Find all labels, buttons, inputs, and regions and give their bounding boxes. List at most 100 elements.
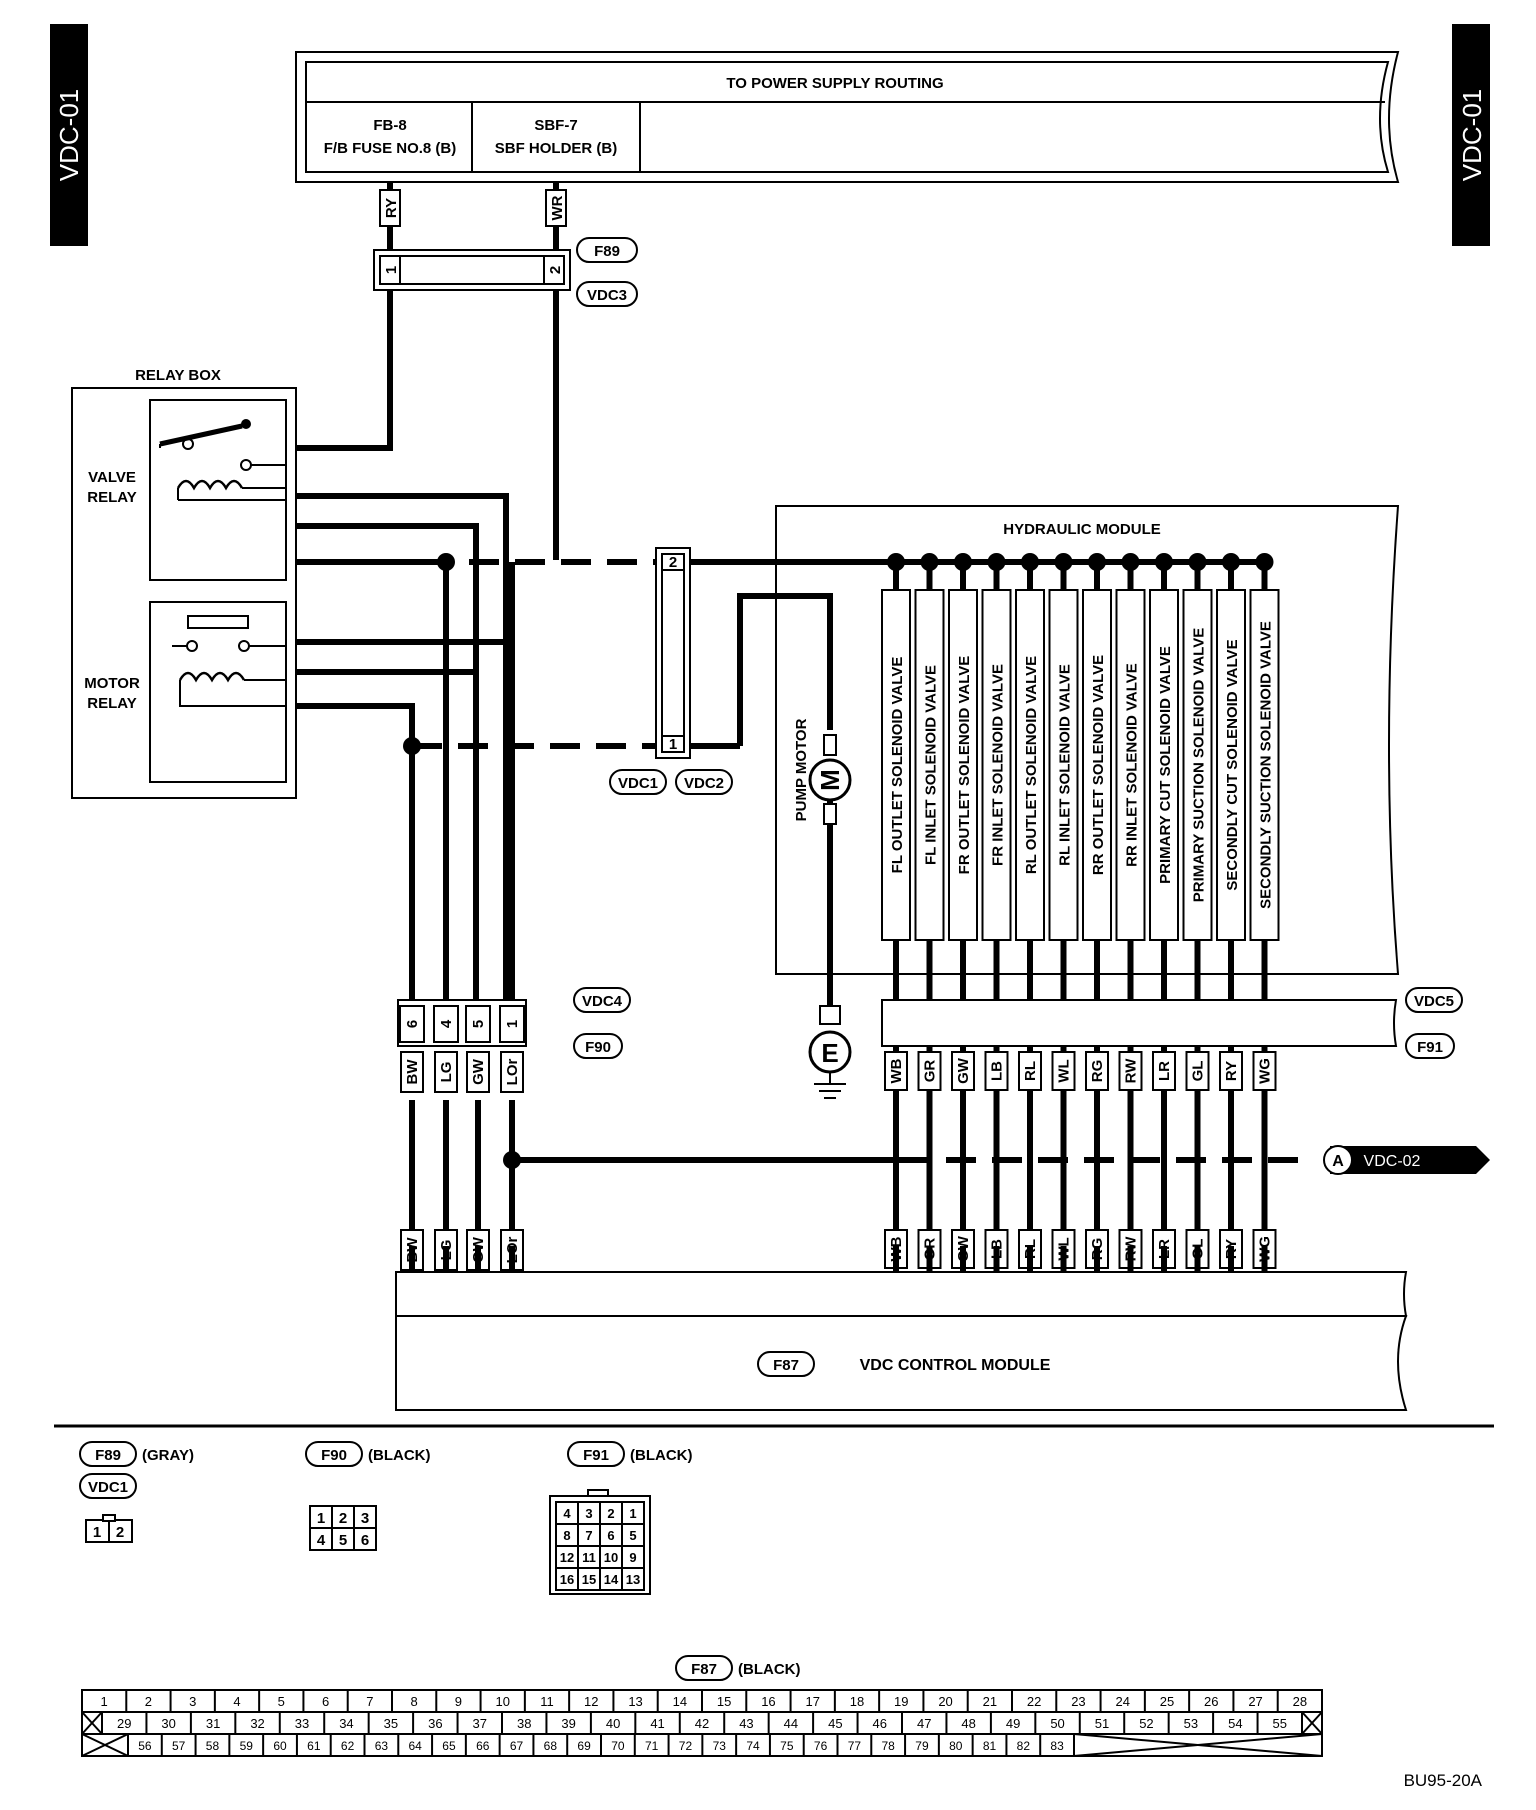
- relay-box: RELAY BOX VALVE RELAY MOTOR RELAY: [71, 367, 297, 799]
- legend-f87-color: (BLACK): [738, 1661, 800, 1678]
- solenoid-valve-label: FL INLET SOLENOID VALVE: [923, 665, 940, 865]
- legend-f90-pin: 3: [361, 1510, 369, 1527]
- legend-f87-pin: 32: [250, 1716, 264, 1731]
- motor-relay-label-1: MOTOR: [84, 675, 140, 692]
- crossref-letter: A: [1332, 1153, 1344, 1170]
- legend-f87-pin: 10: [495, 1694, 509, 1709]
- legend-f87-label: F87: [691, 1661, 717, 1678]
- legend-f87-pin: 38: [517, 1716, 531, 1731]
- legend-f87-pin: 72: [679, 1739, 693, 1753]
- legend-f87-pin: 40: [606, 1716, 620, 1731]
- valve-relay-label-1: VALVE: [88, 469, 136, 486]
- legend-f87-pin: 71: [645, 1739, 659, 1753]
- legend-vdc1-label: VDC1: [88, 1479, 128, 1496]
- legend-f87-pin: 41: [650, 1716, 664, 1731]
- legend-f87-pin: 83: [1050, 1739, 1064, 1753]
- vdc3-label: VDC3: [587, 287, 627, 304]
- wire-color-label: WG: [1257, 1058, 1274, 1084]
- legend-f91-pin: 2: [607, 1506, 614, 1521]
- f90-label: F90: [585, 1039, 611, 1056]
- vdc1-label: VDC1: [618, 775, 658, 792]
- legend-f87-pin: 5: [278, 1694, 285, 1709]
- solenoid-valve-label: SECONDLY SUCTION SOLENOID VALVE: [1258, 621, 1275, 909]
- legend-f87-pin: 18: [850, 1694, 864, 1709]
- legend-f87-pin: 9: [455, 1694, 462, 1709]
- legend-f87-pin: 66: [476, 1739, 490, 1753]
- legend-f87-pin: 25: [1160, 1694, 1174, 1709]
- figure-code: BU95-20A: [1404, 1771, 1483, 1790]
- legend-f89-pin-2: 2: [116, 1524, 124, 1541]
- wire-color-label: WB: [888, 1058, 905, 1083]
- f90-pin-number: 1: [504, 1020, 521, 1028]
- legend-f87-pin: 44: [784, 1716, 798, 1731]
- legend-f87-pin: 62: [341, 1739, 355, 1753]
- f87-label: F87: [773, 1357, 799, 1374]
- legend-f87-pin: 13: [628, 1694, 642, 1709]
- connector-f91: VDC5 F91: [881, 987, 1463, 1059]
- legend-f87-pin: 3: [189, 1694, 196, 1709]
- legend-f87-pin: 64: [408, 1739, 422, 1753]
- legend-f87-pin: 11: [540, 1694, 554, 1709]
- legend-f87-pin: 48: [961, 1716, 975, 1731]
- legend-f87-pin: 56: [138, 1739, 152, 1753]
- wire-color-wr: WR: [549, 195, 566, 220]
- fuse-sbf7-id: SBF-7: [534, 117, 577, 134]
- valve-relay-label-2: RELAY: [87, 489, 136, 506]
- wire-color-ry: RY: [383, 198, 400, 218]
- solenoid-valve-label: RL INLET SOLENOID VALVE: [1057, 664, 1074, 866]
- legend-f87-pin: 80: [949, 1739, 963, 1753]
- solenoid-valve-label: SECONDLY CUT SOLENOID VALVE: [1224, 639, 1241, 890]
- legend-f87-pin: 36: [428, 1716, 442, 1731]
- legend-f87-pin: 65: [442, 1739, 456, 1753]
- legend-f91-pin: 4: [563, 1506, 571, 1521]
- side-tab-right-label: VDC-01: [1457, 89, 1487, 181]
- pump-motor-label: PUMP MOTOR: [793, 718, 810, 821]
- legend-f87-pin: 59: [240, 1739, 254, 1753]
- f89-label: F89: [594, 243, 620, 260]
- legend-f90-pin: 4: [317, 1532, 326, 1549]
- wire-color-label: GW: [955, 1057, 972, 1084]
- solenoid-valve-label: RR OUTLET SOLENOID VALVE: [1090, 655, 1107, 875]
- legend-f87-pin: 7: [366, 1694, 373, 1709]
- legend-f91-pin: 15: [582, 1572, 596, 1587]
- legend-f87-pin: 37: [473, 1716, 487, 1731]
- f89-pin-2: 2: [547, 266, 564, 274]
- legend-f87-pin: 70: [611, 1739, 625, 1753]
- legend-f87-pin: 79: [915, 1739, 929, 1753]
- legend-f87-pin: 19: [894, 1694, 908, 1709]
- legend-f90-pin: 1: [317, 1510, 325, 1527]
- legend-f87-pin: 67: [510, 1739, 524, 1753]
- legend-f87-pin: 50: [1050, 1716, 1064, 1731]
- legend-f87-pin: 15: [717, 1694, 731, 1709]
- f90-pin-number: 4: [438, 1019, 455, 1028]
- legend-f89-pin-1: 1: [93, 1524, 101, 1541]
- connector-vdc-mid: 2 1 VDC1 VDC2: [609, 547, 733, 795]
- crossref-vdc02: A VDC-02: [1323, 1145, 1490, 1175]
- legend-f87-pin: 43: [739, 1716, 753, 1731]
- legend-f87-pin: 60: [273, 1739, 287, 1753]
- wire-color-label: RG: [1089, 1060, 1106, 1083]
- legend-f87-pin: 34: [339, 1716, 353, 1731]
- wiring: [285, 182, 1310, 1246]
- relay-box-title: RELAY BOX: [135, 367, 221, 384]
- vdc4-label: VDC4: [582, 993, 623, 1010]
- power-supply-title: TO POWER SUPPLY ROUTING: [726, 75, 943, 92]
- legend-f87-pin: 39: [561, 1716, 575, 1731]
- solenoid-valve-label: RL OUTLET SOLENOID VALVE: [1023, 656, 1040, 874]
- fuse-sbf7-desc: SBF HOLDER (B): [495, 140, 618, 157]
- legend-f87-pin: 35: [384, 1716, 398, 1731]
- legend-f87-pin: 4: [233, 1694, 240, 1709]
- legend-f87-pin: 49: [1006, 1716, 1020, 1731]
- control-module-title: VDC CONTROL MODULE: [860, 1357, 1051, 1374]
- power-supply-box: TO POWER SUPPLY ROUTING FB-8 F/B FUSE NO…: [295, 51, 1400, 183]
- wire-color-label: RW: [1123, 1058, 1140, 1084]
- legend-f87-pin: 63: [375, 1739, 389, 1753]
- side-tab-left: VDC-01: [50, 24, 88, 246]
- legend-f91-pin: 13: [626, 1572, 640, 1587]
- vdc-mid-pin-1: 1: [669, 736, 677, 753]
- wire-color-label: LOr: [504, 1059, 521, 1086]
- fuse-fb8-id: FB-8: [373, 117, 406, 134]
- solenoid-valve-label: FR INLET SOLENOID VALVE: [990, 664, 1007, 866]
